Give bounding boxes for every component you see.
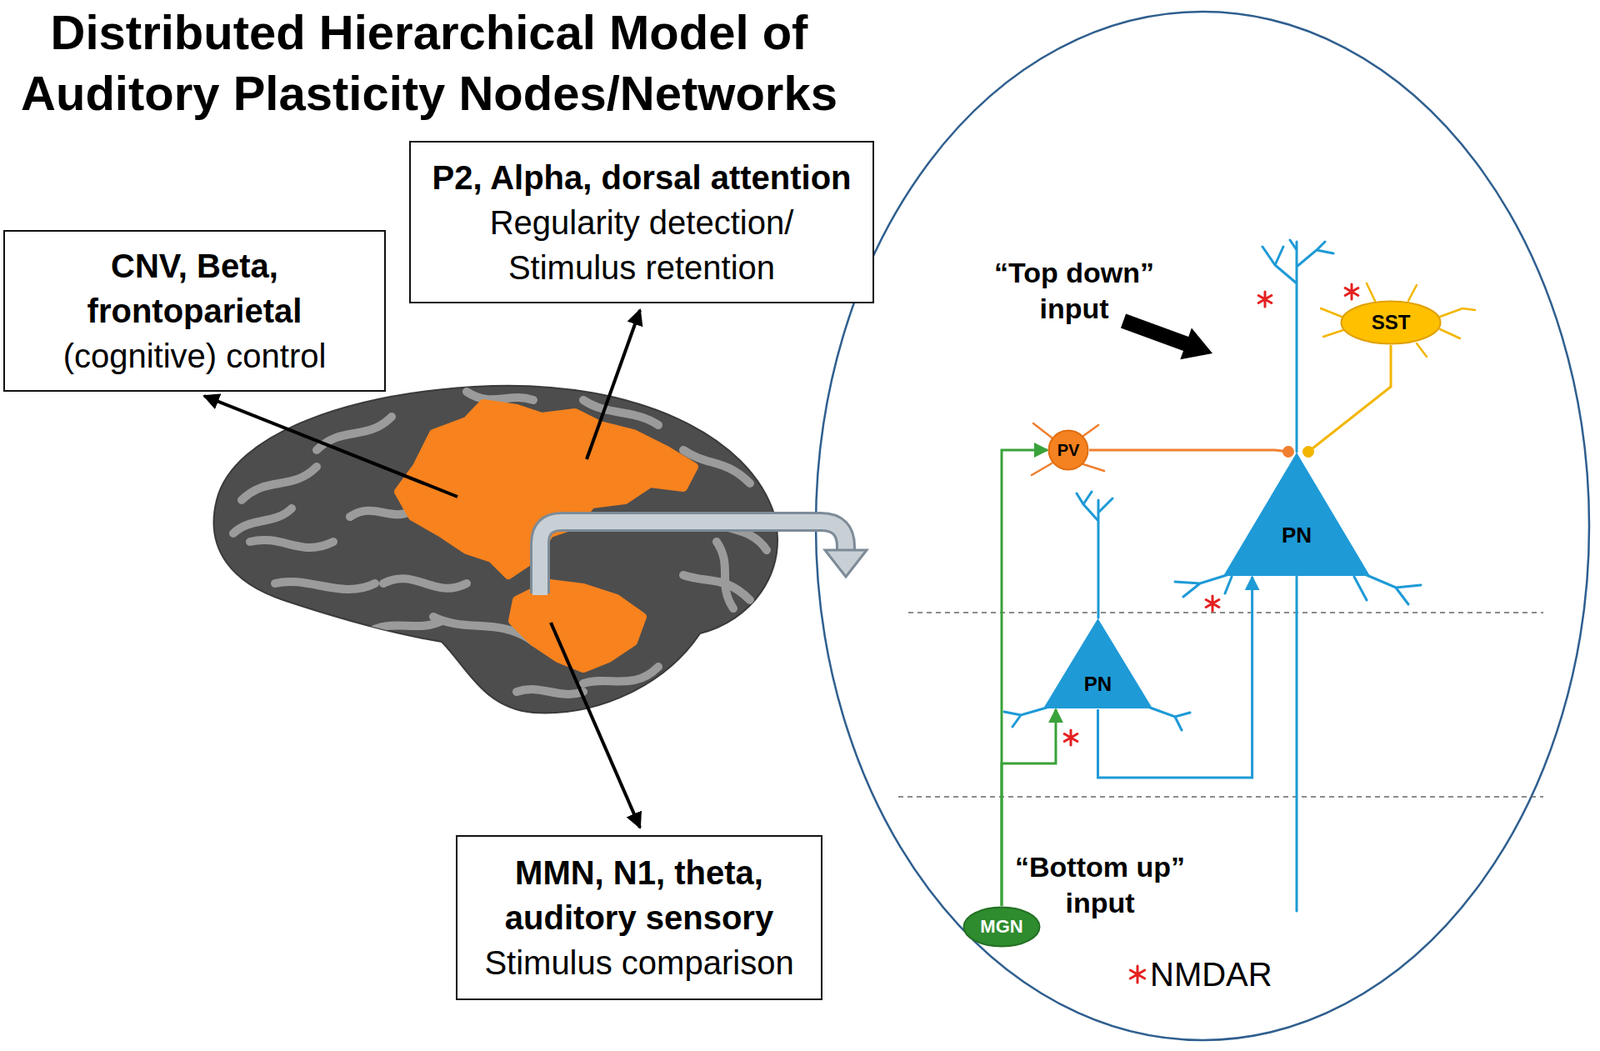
interneuron-circle: PV xyxy=(1047,429,1090,471)
cell-body xyxy=(1223,452,1370,576)
node-outline xyxy=(1222,451,1371,577)
box-heading: P2, Alpha, dorsal attention xyxy=(431,155,851,200)
input-label: “Bottom up” input xyxy=(1000,849,1200,920)
synaptic-connector xyxy=(1308,345,1391,452)
zoom-circle xyxy=(815,11,1590,1040)
box-heading: MMN, N1, theta, auditory sensory xyxy=(469,850,810,940)
nmdar-asterisk xyxy=(1130,965,1145,983)
brain-gyri xyxy=(233,391,767,695)
cell-label: PV xyxy=(1057,439,1080,462)
title-block: Distributed Hierarchical Model of Audito… xyxy=(12,1,846,124)
cell-body xyxy=(1043,618,1153,709)
pyramidal-neuron: PN xyxy=(1042,617,1154,710)
box-heading: CNV, Beta, frontoparietal xyxy=(16,243,373,334)
thalamus-ellipse: MGN xyxy=(962,905,1041,948)
box-body: Regularity detection/ Stimulus retention xyxy=(422,200,861,290)
box-body: Stimulus comparison xyxy=(484,940,794,985)
layer-boundary xyxy=(908,611,1544,614)
pointer-arrow xyxy=(204,395,458,497)
interneuron-dendrites xyxy=(1320,283,1475,357)
pyramidal-neuron: PN xyxy=(1222,451,1371,577)
pointer-arrow xyxy=(586,310,640,460)
legend-item: NMDAR xyxy=(1126,954,1273,995)
diagram-title: Distributed Hierarchical Model of Audito… xyxy=(12,1,846,124)
text-box: CNV, Beta, frontoparietal(cognitive) con… xyxy=(3,230,386,392)
synaptic-connector xyxy=(1089,450,1289,452)
layer-boundary xyxy=(898,795,1544,798)
zoom-arrow-outline xyxy=(540,521,846,594)
legend-text: NMDAR xyxy=(1150,954,1273,995)
pyramidal-dendrites xyxy=(1004,491,1190,730)
text-box: P2, Alpha, dorsal attentionRegularity de… xyxy=(409,140,875,304)
zoom-arrow xyxy=(540,521,846,595)
cell-body xyxy=(1049,430,1089,470)
legend-sample xyxy=(1126,963,1149,985)
interneuron-ellipse: SST xyxy=(1340,300,1442,345)
box-body: (cognitive) control xyxy=(63,333,327,379)
text-box: MMN, N1, theta, auditory sensoryStimulus… xyxy=(455,835,823,1000)
pointer-arrow xyxy=(550,622,640,828)
cell-body xyxy=(964,907,1040,947)
top-down-arrow xyxy=(1120,314,1213,360)
input-label: “Top down” input xyxy=(978,255,1170,326)
synaptic-connector xyxy=(1001,450,1048,906)
label-block: “Bottom up” input xyxy=(1000,849,1200,920)
zoom-arrow-head xyxy=(825,550,867,577)
cell-label: PN xyxy=(1084,670,1112,698)
label-block: “Top down” input xyxy=(978,255,1170,326)
node-outline xyxy=(1042,617,1154,710)
cell-body xyxy=(1341,301,1441,345)
cell-label: SST xyxy=(1371,309,1411,336)
cell-label: PN xyxy=(1281,520,1312,550)
cell-label: MGN xyxy=(980,914,1023,940)
